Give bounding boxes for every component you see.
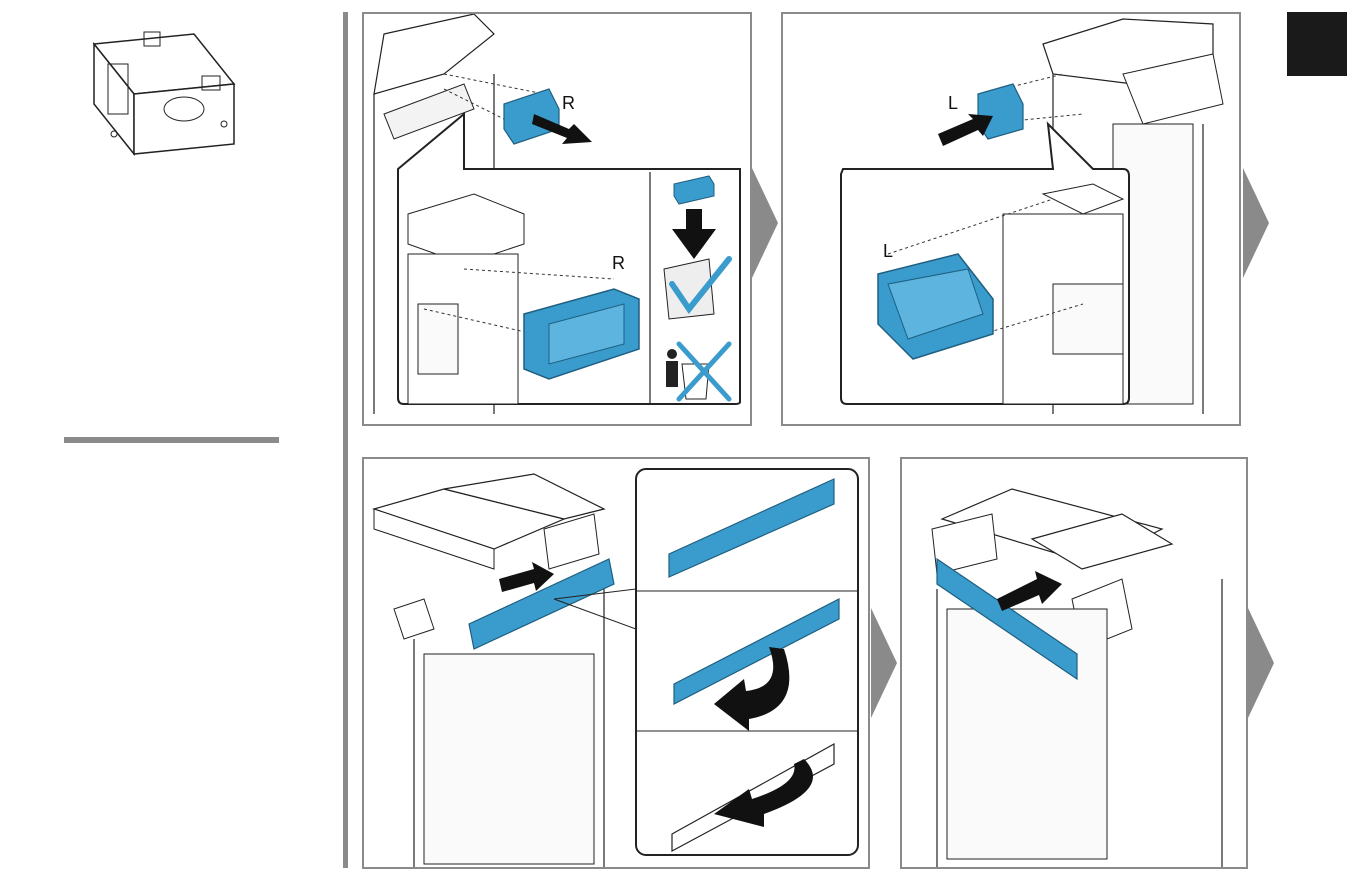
next-step-chevron — [752, 168, 778, 278]
step-2-arrow-label: L — [948, 94, 958, 112]
step-1-arrow-label: R — [562, 94, 575, 112]
step-3-panel — [362, 457, 870, 869]
next-step-chevron — [1243, 168, 1269, 278]
step-1-detail-label: R — [612, 254, 625, 272]
step-2-panel: L L — [781, 12, 1241, 426]
step-4-panel — [900, 457, 1248, 869]
step-1-panel: R R — [362, 12, 752, 426]
next-step-chevron — [871, 608, 897, 718]
next-step-chevron — [1248, 608, 1274, 718]
step-2-detail-label: L — [883, 242, 893, 260]
column-divider — [343, 12, 348, 868]
section-rule — [64, 437, 279, 443]
accessory-part-thumbnail — [84, 24, 240, 164]
section-tab-marker — [1287, 12, 1347, 76]
